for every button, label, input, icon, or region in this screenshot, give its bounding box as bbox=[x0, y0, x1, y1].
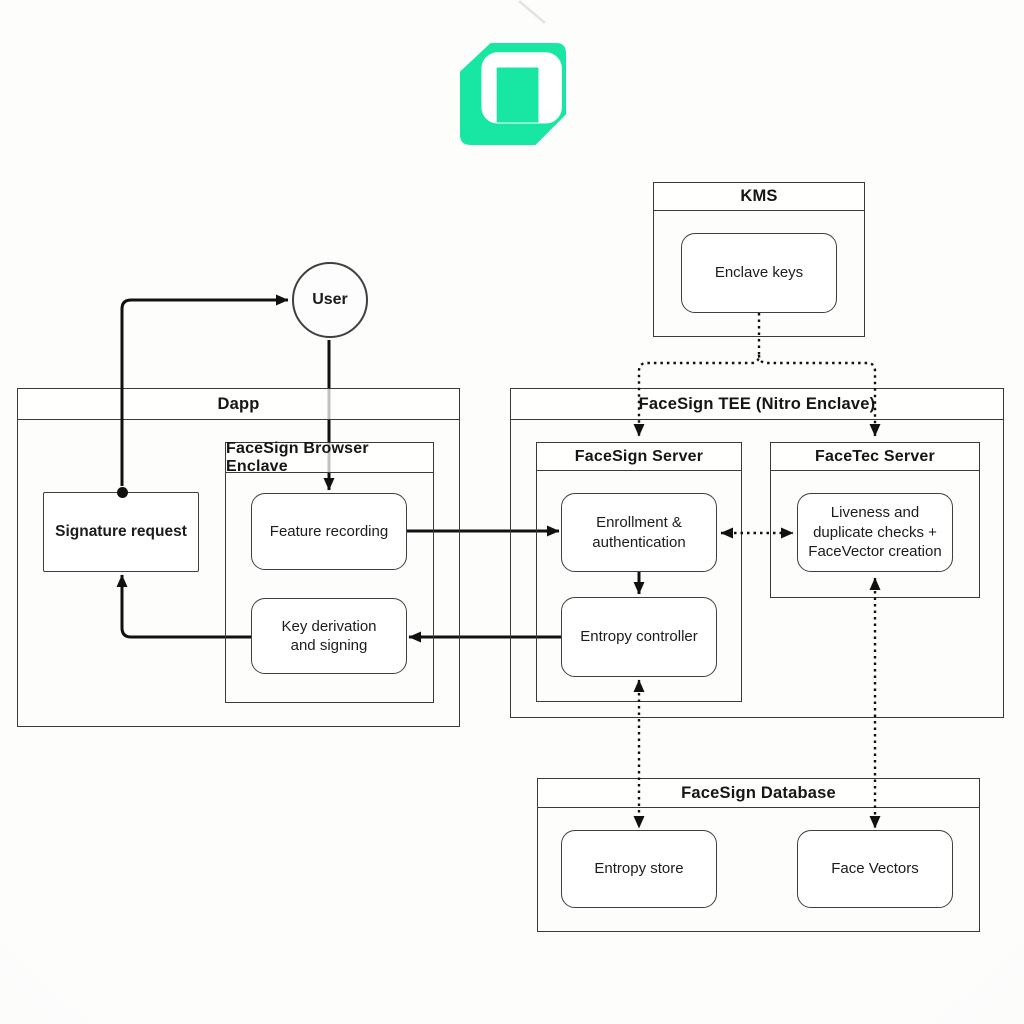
kms-container: KMS bbox=[653, 182, 865, 337]
database-header: FaceSign Database bbox=[538, 779, 979, 808]
signature-request-node: Signature request bbox=[43, 492, 199, 572]
kms-header: KMS bbox=[654, 183, 864, 211]
cube-logo-core bbox=[496, 67, 539, 123]
entropy-store-node: Entropy store bbox=[561, 830, 717, 908]
tee-title: FaceSign TEE (Nitro Enclave) bbox=[638, 394, 876, 413]
liveness-node: Liveness and duplicate checks + FaceVect… bbox=[797, 493, 953, 572]
entropy-store-label: Entropy store bbox=[594, 860, 684, 878]
key-derivation-node: Key derivation and signing bbox=[251, 598, 407, 674]
face-vectors-node: Face Vectors bbox=[797, 830, 953, 908]
enclave-keys-node: Enclave keys bbox=[681, 233, 837, 313]
facetec-server-container: FaceTec Server bbox=[770, 442, 980, 598]
entropy-controller-node: Entropy controller bbox=[561, 597, 717, 677]
database-title: FaceSign Database bbox=[681, 783, 836, 802]
tee-header: FaceSign TEE (Nitro Enclave) bbox=[511, 389, 1003, 420]
kms-title: KMS bbox=[740, 187, 778, 205]
enrollment-label: Enrollment & authentication bbox=[592, 514, 686, 551]
enrollment-node: Enrollment & authentication bbox=[561, 493, 717, 572]
facesign-server-header: FaceSign Server bbox=[537, 443, 741, 471]
user-node: User bbox=[292, 262, 368, 338]
facetec-server-header: FaceTec Server bbox=[771, 443, 979, 471]
cube-logo bbox=[460, 43, 566, 145]
browser-enclave-header: FaceSign Browser Enclave bbox=[226, 439, 433, 475]
feature-recording-node: Feature recording bbox=[251, 493, 407, 570]
feature-recording-label: Feature recording bbox=[269, 522, 389, 540]
key-derivation-label: Key derivation and signing bbox=[281, 617, 377, 655]
facetec-server-title: FaceTec Server bbox=[815, 447, 935, 465]
dapp-header: Dapp bbox=[18, 389, 459, 420]
browser-enclave-title: FaceSign Browser Enclave bbox=[226, 439, 369, 475]
junction-dot bbox=[116, 486, 128, 498]
faint-diagonal-mark bbox=[518, 0, 546, 24]
dapp-title: Dapp bbox=[217, 394, 260, 413]
liveness-label: Liveness and duplicate checks + FaceVect… bbox=[808, 504, 942, 561]
facesign-server-container: FaceSign Server bbox=[536, 442, 742, 702]
face-vectors-label: Face Vectors bbox=[831, 860, 919, 878]
enclave-keys-label: Enclave keys bbox=[714, 264, 804, 282]
signature-request-label: Signature request bbox=[55, 522, 187, 540]
database-container: FaceSign Database bbox=[537, 778, 980, 932]
user-label: User bbox=[312, 290, 348, 308]
facesign-server-title: FaceSign Server bbox=[574, 447, 704, 465]
entropy-controller-label: Entropy controller bbox=[580, 628, 698, 646]
